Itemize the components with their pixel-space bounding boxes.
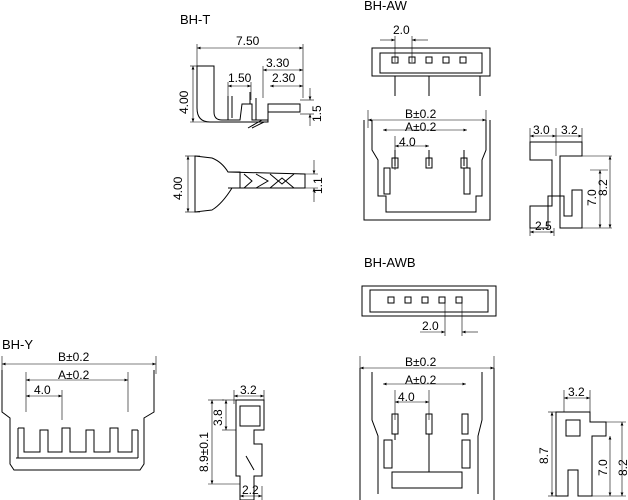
bh-t-label: BH-T: [180, 12, 210, 27]
dim-y-40: 4.0: [34, 383, 51, 397]
dim-awb-32: 3.2: [568, 385, 585, 399]
dim-t-400a: 4.00: [177, 90, 191, 114]
dim-y-32: 3.2: [240, 383, 257, 397]
bh-awb-front-view: [359, 368, 495, 500]
dim-awb-20: 2.0: [422, 319, 439, 333]
bh-aw-label: BH-AW: [364, 0, 408, 13]
bh-y-side-view: [235, 399, 265, 500]
bh-aw-side-view: [529, 141, 583, 229]
dim-t-15: 1.5: [310, 105, 324, 122]
dim-t-230: 2.30: [272, 71, 296, 85]
bh-awb-top-view: [361, 285, 497, 317]
dim-t-750: 7.50: [236, 34, 260, 48]
dim-awb-87: 8.7: [537, 447, 551, 464]
dim-t-400b: 4.00: [171, 176, 185, 200]
bh-y-label: BH-Y: [2, 337, 33, 352]
dim-awb-a: A±0.2: [405, 373, 437, 387]
dim-aw-40: 4.0: [399, 135, 416, 149]
bh-awb-side-view: [555, 411, 607, 497]
dim-aw-30: 3.0: [533, 123, 550, 137]
dim-t-330: 3.30: [266, 56, 290, 70]
dim-y-89: 8.9±0.1: [197, 432, 211, 472]
dim-awb-b: B±0.2: [405, 355, 437, 369]
dim-aw-b: B±0.2: [405, 107, 437, 121]
dim-awb-82: 8.2: [616, 459, 628, 476]
dim-y-38: 3.8: [211, 409, 225, 426]
dim-aw-25: 2.5: [535, 219, 552, 233]
bh-awb-group: BH-AWB 2.0 B±0.2 A±0.2 4.0: [359, 255, 628, 500]
dim-y-a: A±0.2: [58, 368, 90, 382]
bh-awb-label: BH-AWB: [364, 255, 416, 270]
dim-aw-32: 3.2: [561, 123, 578, 137]
dim-y-b: B±0.2: [58, 350, 90, 364]
bh-y-group: BH-Y B±0.2 A±0.2 4.0 3.2 3.8 8.9±: [1, 337, 265, 500]
dim-aw-20: 2.0: [393, 23, 410, 37]
dim-awb-70: 7.0: [596, 459, 610, 476]
dim-y-22: 2.2: [242, 483, 259, 497]
terminal-top-view: [194, 155, 241, 213]
terminal-side-view: [196, 65, 301, 123]
dim-t-11: 1.1: [311, 177, 325, 194]
dim-awb-40: 4.0: [398, 390, 415, 404]
dim-aw-a: A±0.2: [405, 120, 437, 134]
bh-t-group: BH-T 7.50 3.30 1.50 2.30 4.00 1.5: [171, 12, 325, 213]
dim-t-150: 1.50: [228, 71, 252, 85]
dim-aw-82: 8.2: [596, 179, 610, 196]
bh-aw-top-view: [371, 47, 491, 77]
dim-aw-70: 7.0: [585, 189, 599, 206]
bh-aw-group: BH-AW 2.0 B±0.2 A±0.2 4.0: [363, 0, 612, 236]
bh-aw-front-view: [363, 120, 491, 221]
bh-y-front-view: [1, 370, 155, 471]
